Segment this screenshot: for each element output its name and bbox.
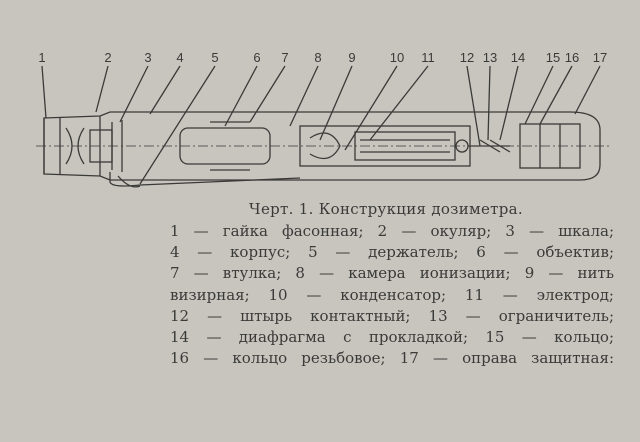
part-number: 13: [482, 50, 498, 65]
legend-line: 1 — гайка фасонная; 2 — окуляр; 3 — шкал…: [170, 222, 614, 240]
legend-line: 7 — втулка; 8 — камера ионизации; 9 — ни…: [170, 264, 614, 283]
legend-line: 12 — штырь контактный; 13 — ограничитель…: [170, 306, 614, 325]
clip: [109, 172, 301, 187]
part-number: 9: [348, 50, 356, 65]
part-number: 2: [104, 50, 112, 65]
legend-line: визирная; 10 — конденсатор; 11 — электро…: [170, 285, 614, 304]
dosimeter-drawing: [36, 65, 610, 188]
part-number: 6: [253, 50, 261, 65]
part-number: 1: [38, 50, 46, 65]
part-number: 8: [314, 50, 322, 65]
part-number: 16: [564, 50, 580, 65]
part-number: 3: [144, 50, 152, 65]
part-number: 15: [545, 50, 561, 65]
part-number: 14: [510, 50, 526, 65]
body-outline: [43, 111, 601, 181]
legend-line: 4 — корпус; 5 — держатель; 6 — объектив;: [170, 243, 614, 262]
legend-line: 14 — диафрагма с прокладкой; 15 — кольцо…: [170, 328, 614, 347]
part-number: 17: [592, 50, 608, 65]
part-number: 11: [421, 50, 435, 65]
part-number: 12: [459, 50, 475, 65]
part-number: 5: [211, 50, 219, 65]
part-number: 7: [281, 50, 289, 65]
part-number: 10: [389, 50, 405, 65]
part-number: 4: [176, 50, 184, 65]
caption-title: Черт. 1. Конструкция дозиметра.: [249, 200, 523, 218]
figure-caption: Черт. 1. Конструкция дозиметра. 1 — гайк…: [170, 200, 614, 369]
legend-line: 16 — кольцо резьбовое; 17 — оправа защит…: [170, 349, 614, 368]
